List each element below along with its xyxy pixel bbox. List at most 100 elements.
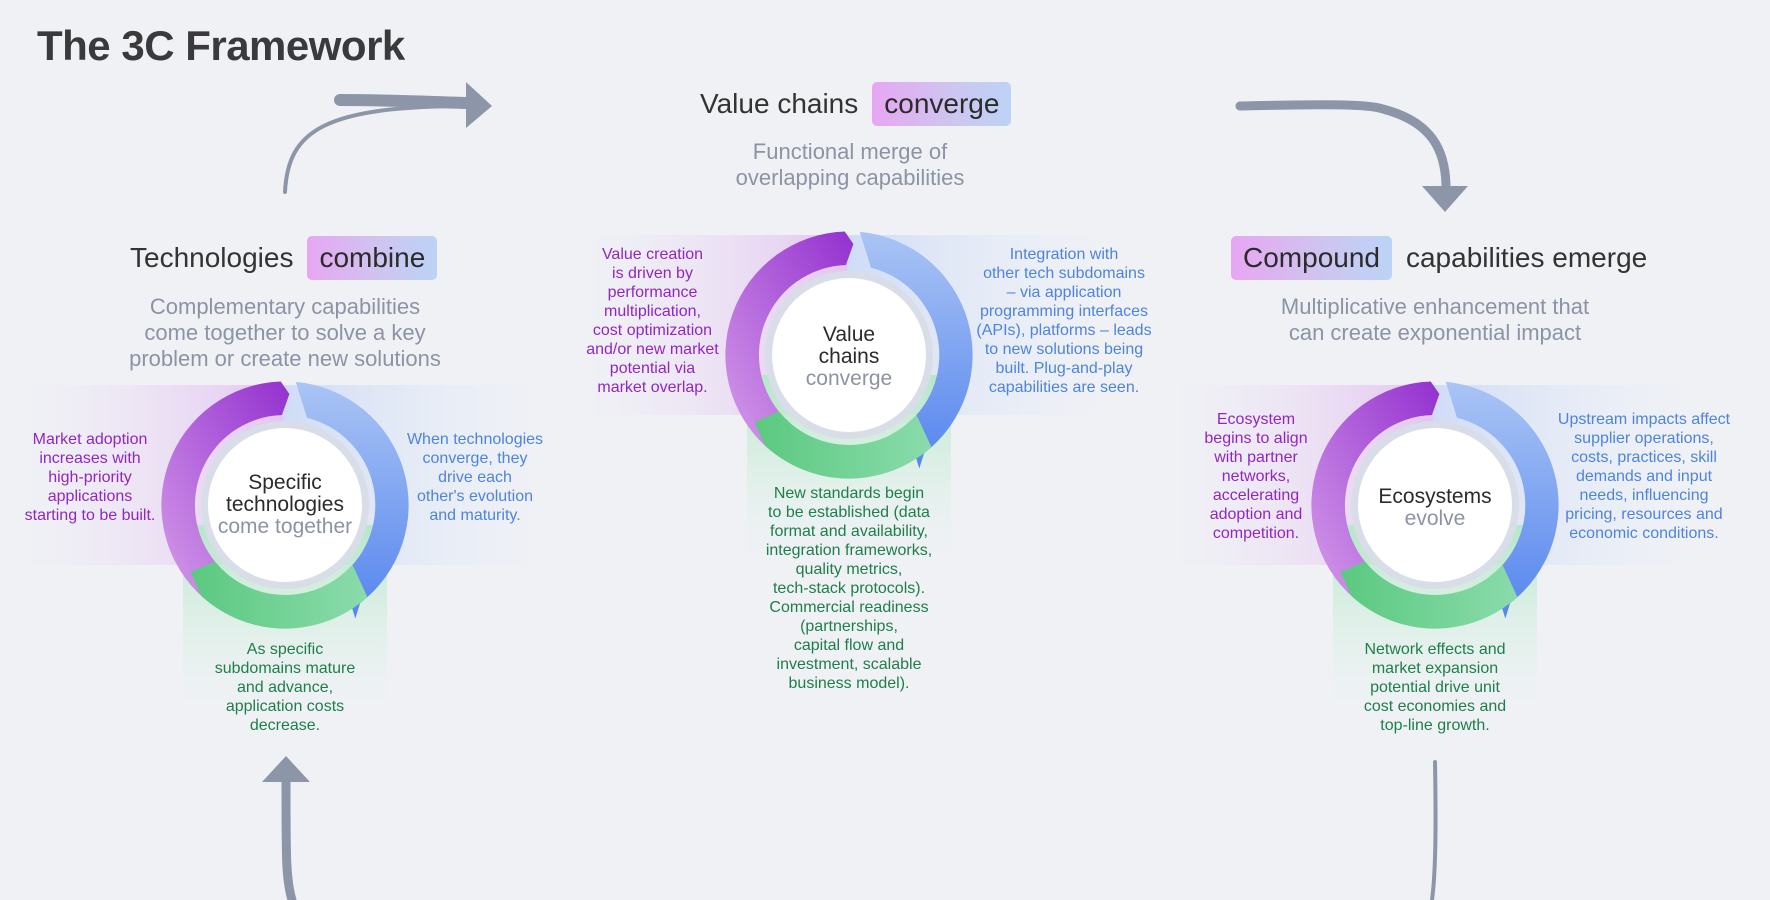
text-line: (APIs), platforms – leads (976, 322, 1152, 339)
subtitle-line: Complementary capabilities (149, 294, 421, 319)
text-line: to be established (data (768, 504, 930, 521)
subtitle-line: can create exponential impact (1288, 320, 1582, 345)
stage-right-green-text: Network effects and market expansion pot… (1345, 640, 1525, 735)
text-line: decrease. (249, 717, 321, 734)
center-line: chains (818, 345, 880, 368)
text-line: investment, scalable (776, 656, 922, 673)
text-line: tech-stack protocols). (772, 580, 926, 597)
stage-right-heading-pill: Compound (1231, 236, 1392, 280)
arrow-middle-to-right (1235, 100, 1451, 190)
stage-middle-heading-pill: converge (872, 82, 1012, 126)
arrowhead-right (466, 82, 492, 128)
center-line: converge (805, 367, 893, 390)
text-line: begins to align (1204, 430, 1308, 447)
text-line: Market adoption (32, 431, 148, 448)
stage-left-heading-text: Technologies (130, 242, 294, 273)
center-line: Ecosystems (1378, 485, 1492, 508)
arrowhead-down (1422, 186, 1468, 212)
text-line: top-line growth. (1380, 717, 1490, 734)
text-line: adoption and (1209, 506, 1303, 523)
text-line: market overlap. (597, 379, 708, 396)
text-line: competition. (1212, 525, 1300, 542)
text-line: and advance, (236, 679, 334, 696)
subtitle-line: overlapping capabilities (735, 165, 965, 190)
stage-right-blue-text: Upstream impacts affect supplier operati… (1546, 410, 1742, 543)
arrow-left-to-middle (283, 94, 474, 194)
text-line: starting to be built. (24, 507, 156, 524)
text-line: capabilities are seen. (988, 379, 1140, 396)
text-line: When technologies (406, 431, 544, 448)
text-line: capital flow and (793, 637, 905, 654)
text-line: and maturity. (429, 507, 521, 524)
text-line: cost economies and (1363, 698, 1507, 715)
stage-right-purple-text: Ecosystem begins to align with partner n… (1186, 410, 1326, 543)
stage-middle-heading: Value chains converge (700, 82, 1012, 126)
text-line: networks, (1221, 468, 1291, 485)
text-line: with partner (1214, 449, 1298, 466)
stage-right-heading-text: capabilities emerge (1405, 242, 1648, 273)
text-line: market expansion (1371, 660, 1499, 677)
text-line: potential via (609, 360, 696, 377)
stage-left-purple-text: Market adoption increases with high-prio… (15, 430, 165, 525)
text-line: to new solutions being (984, 341, 1144, 358)
text-line: – via application (1006, 284, 1122, 301)
text-line: subdomains mature (214, 660, 356, 677)
text-line: accelerating (1212, 487, 1300, 504)
stage-middle-green-text: New standards begin to be established (d… (749, 484, 949, 693)
text-line: Upstream impacts affect (1557, 411, 1731, 428)
stage-middle-blue-text: Integration with other tech subdomains –… (970, 245, 1158, 397)
text-line: Network effects and (1364, 641, 1506, 658)
stage-left-center-label: Specific technologies come together (205, 472, 365, 538)
center-line: evolve (1404, 507, 1466, 530)
text-line: pricing, resources and (1565, 506, 1723, 523)
stage-right-subtitle: Multiplicative enhancement that can crea… (1255, 294, 1615, 346)
text-line: and/or new market (586, 341, 719, 358)
center-line: come together (217, 515, 353, 538)
text-line: is driven by (612, 265, 693, 282)
subtitle-line: problem or create new solutions (129, 346, 441, 371)
text-line: needs, influencing (1579, 487, 1709, 504)
text-line: demands and input (1575, 468, 1713, 485)
text-line: applications (47, 488, 133, 505)
text-line: Value creation (601, 246, 704, 263)
subtitle-line: Functional merge of (752, 139, 948, 164)
text-line: format and availability, (770, 523, 928, 540)
center-line: Specific (248, 471, 322, 494)
text-line: drive each (438, 469, 512, 486)
text-line: cost optimization (592, 322, 713, 339)
arrow-bottom-right (1430, 760, 1438, 900)
text-line: other's evolution (416, 488, 533, 505)
center-line: technologies (226, 493, 344, 516)
page-title: The 3C Framework (37, 22, 405, 69)
text-line: application costs (225, 698, 345, 715)
text-line: high-priority (48, 469, 132, 486)
text-line: economic conditions. (1569, 525, 1719, 542)
text-line: (partnerships, (800, 618, 898, 635)
text-line: Commercial readiness (769, 599, 929, 616)
text-line: built. Plug-and-play (995, 360, 1133, 377)
stage-left-blue-text: When technologies converge, they drive e… (395, 430, 555, 525)
subtitle-line: come together to solve a key (144, 320, 426, 345)
text-line: Integration with (1009, 246, 1119, 263)
stage-right-center-label: Ecosystems evolve (1355, 486, 1515, 530)
text-line: performance (607, 284, 698, 301)
stage-left-subtitle: Complementary capabilities come together… (95, 294, 475, 372)
text-line: New standards begin (773, 485, 925, 502)
subtitle-line: Multiplicative enhancement that (1280, 294, 1590, 319)
text-line: supplier operations, (1574, 430, 1714, 447)
text-line: potential drive unit (1370, 679, 1500, 696)
text-line: quality metrics, (795, 561, 903, 578)
stage-left-green-text: As specific subdomains mature and advanc… (195, 640, 375, 735)
stage-middle-center-label: Value chains converge (769, 324, 929, 390)
text-line: programming interfaces (979, 303, 1149, 320)
arrowhead-up (262, 756, 310, 782)
text-line: multiplication, (604, 303, 701, 320)
text-line: increases with (39, 450, 141, 467)
arrow-bottom-left (281, 775, 297, 900)
stage-left-heading: Technologies combine (130, 236, 438, 280)
stage-left-heading-pill: combine (307, 236, 438, 280)
text-line: costs, practices, skill (1571, 449, 1717, 466)
text-line: integration frameworks, (765, 542, 933, 559)
text-line: business model). (788, 675, 910, 692)
